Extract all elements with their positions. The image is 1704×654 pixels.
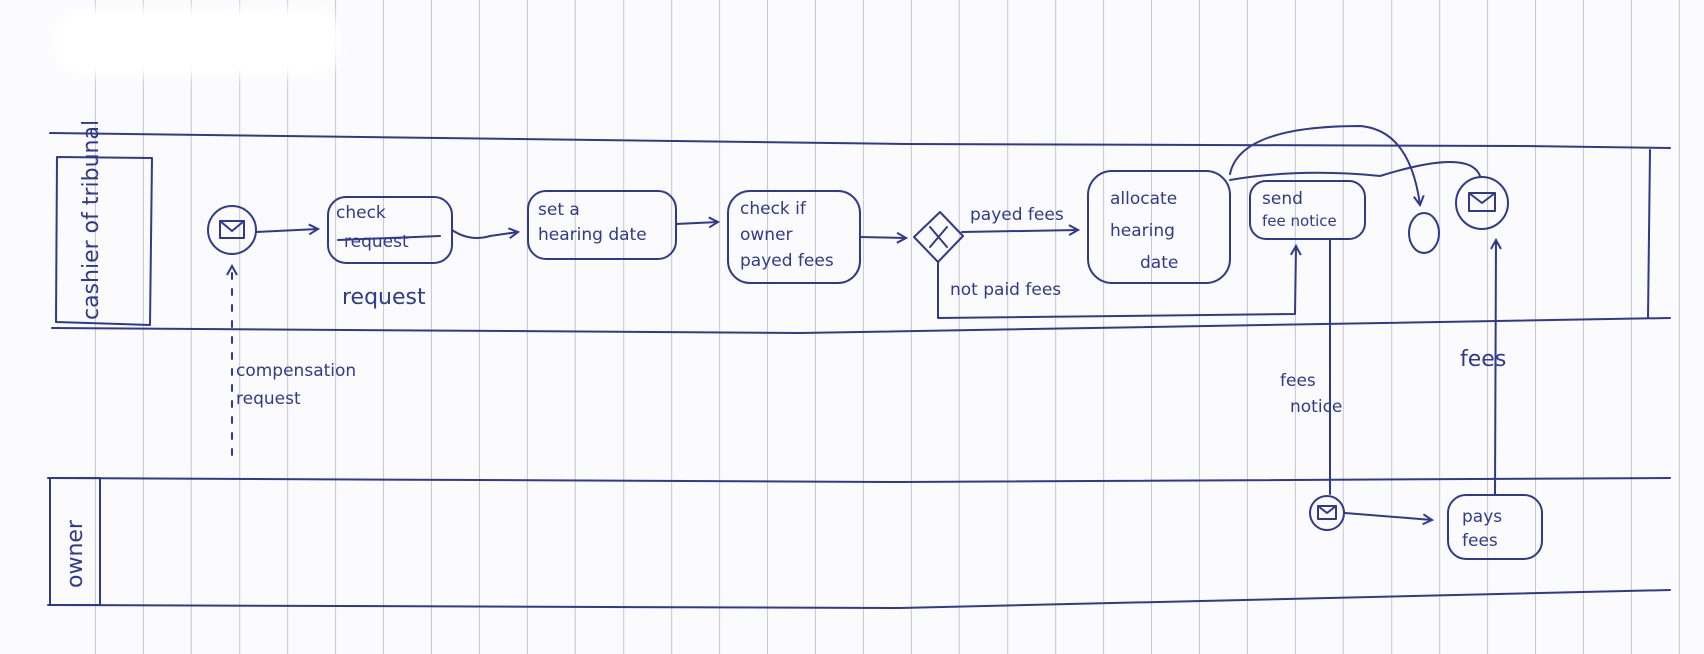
task-text: owner <box>740 225 793 245</box>
message-flows <box>232 240 1496 496</box>
label-compensation-request-line2: request <box>236 389 301 409</box>
erased-patch <box>52 8 342 76</box>
lane-owner: owner <box>49 477 101 606</box>
message-catch-event-fees <box>1455 176 1509 230</box>
task-text: send <box>1262 189 1303 209</box>
task-text: date <box>1140 253 1178 273</box>
task-text: set a <box>538 200 580 220</box>
task-text: payed fees <box>740 251 834 271</box>
task-text: allocate <box>1110 189 1177 209</box>
task-text: hearing <box>1110 221 1175 241</box>
exclusive-gateway <box>913 211 964 263</box>
end-event <box>1408 212 1440 254</box>
message-event-owner <box>1309 495 1345 531</box>
task-text-under: request <box>342 285 426 310</box>
task-text: hearing date <box>538 225 647 245</box>
task-text: pays <box>1462 507 1502 527</box>
lane-label-owner: owner <box>63 519 88 588</box>
label-payed-fees: payed fees <box>970 205 1064 225</box>
sequence-flows <box>255 125 1481 520</box>
message-start-event <box>207 205 257 255</box>
task-send-fee-notice: send fee notice <box>1249 180 1366 240</box>
label-compensation-request-line1: compensation <box>236 361 356 381</box>
task-text-struck: request <box>344 232 409 252</box>
lane-label-cashier: cashier of tribunal <box>79 120 104 320</box>
task-check-request: check request request <box>327 196 453 310</box>
lane-cashier-of-tribunal: cashier of tribunal <box>55 120 153 326</box>
task-check-owner-payed-fees: check if owner payed fees <box>727 190 861 284</box>
label-fees-notice-line2: notice <box>1290 397 1342 417</box>
pool-frame <box>47 132 1671 609</box>
task-set-hearing-date: set a hearing date <box>527 190 677 260</box>
label-fees: fees <box>1460 347 1506 372</box>
task-text: fees <box>1462 531 1498 551</box>
task-text: check if <box>740 199 807 219</box>
task-text: check <box>336 203 386 223</box>
task-allocate-hearing-date: allocate hearing date <box>1087 170 1231 284</box>
task-pays-fees: pays fees <box>1447 494 1543 560</box>
label-not-paid-fees: not paid fees <box>950 280 1061 300</box>
task-text: fee notice <box>1262 212 1337 230</box>
label-fees-notice-line1: fees <box>1280 371 1316 391</box>
